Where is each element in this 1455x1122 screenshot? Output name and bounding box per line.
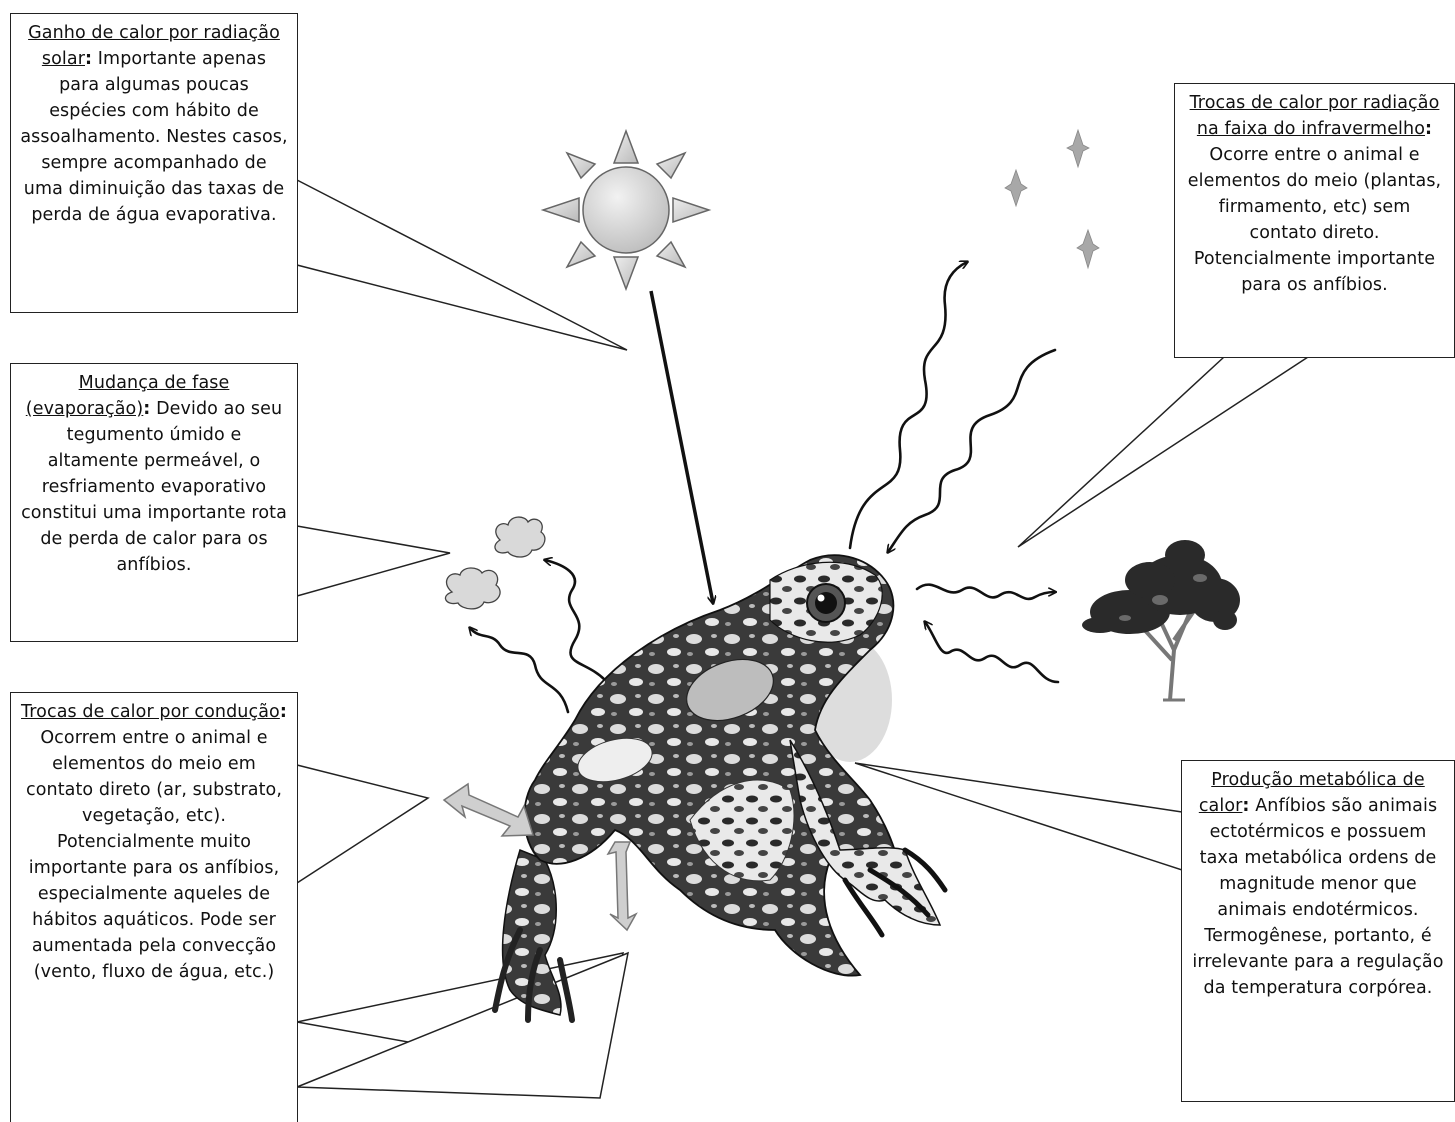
infrared-text: Ocorre entre o animal e elementos do mei…	[1188, 145, 1441, 295]
ir-callout-pointer	[1018, 357, 1308, 547]
tree-icon	[1082, 540, 1240, 700]
conduction-heading: Trocas de calor por condução	[21, 702, 280, 722]
metabolic-text: Anfíbios são animais ectotérmicos e poss…	[1192, 796, 1443, 998]
conduction-text: Ocorrem entre o animal e elementos do me…	[26, 728, 282, 982]
evaporation-callout: Mudança de fase (evaporação): Devido ao …	[10, 363, 298, 642]
solar-radiation-text: Importante apenas para algumas poucas es…	[20, 49, 287, 225]
evaporation-text: Devido ao seu tegumento úmido e altament…	[21, 399, 287, 575]
star-icon	[1005, 130, 1099, 268]
conduction-callout: Trocas de calor por condução: Ocorrem en…	[10, 692, 298, 1122]
metabolic-callout: Produção metabólica de calor: Anfíbios s…	[1181, 760, 1455, 1102]
infrared-callout: Trocas de calor por radiação na faixa do…	[1174, 83, 1455, 358]
infrared-heading: Trocas de calor por radiação na faixa do…	[1190, 93, 1440, 139]
cloud-icon	[445, 517, 544, 609]
evap-callout-pointer	[297, 526, 450, 596]
solar-arrow	[651, 291, 713, 603]
frog-illustration	[495, 555, 945, 1020]
solar-radiation-callout: Ganho de calor por radiação solar: Impor…	[10, 13, 298, 313]
sun-icon	[543, 131, 709, 289]
